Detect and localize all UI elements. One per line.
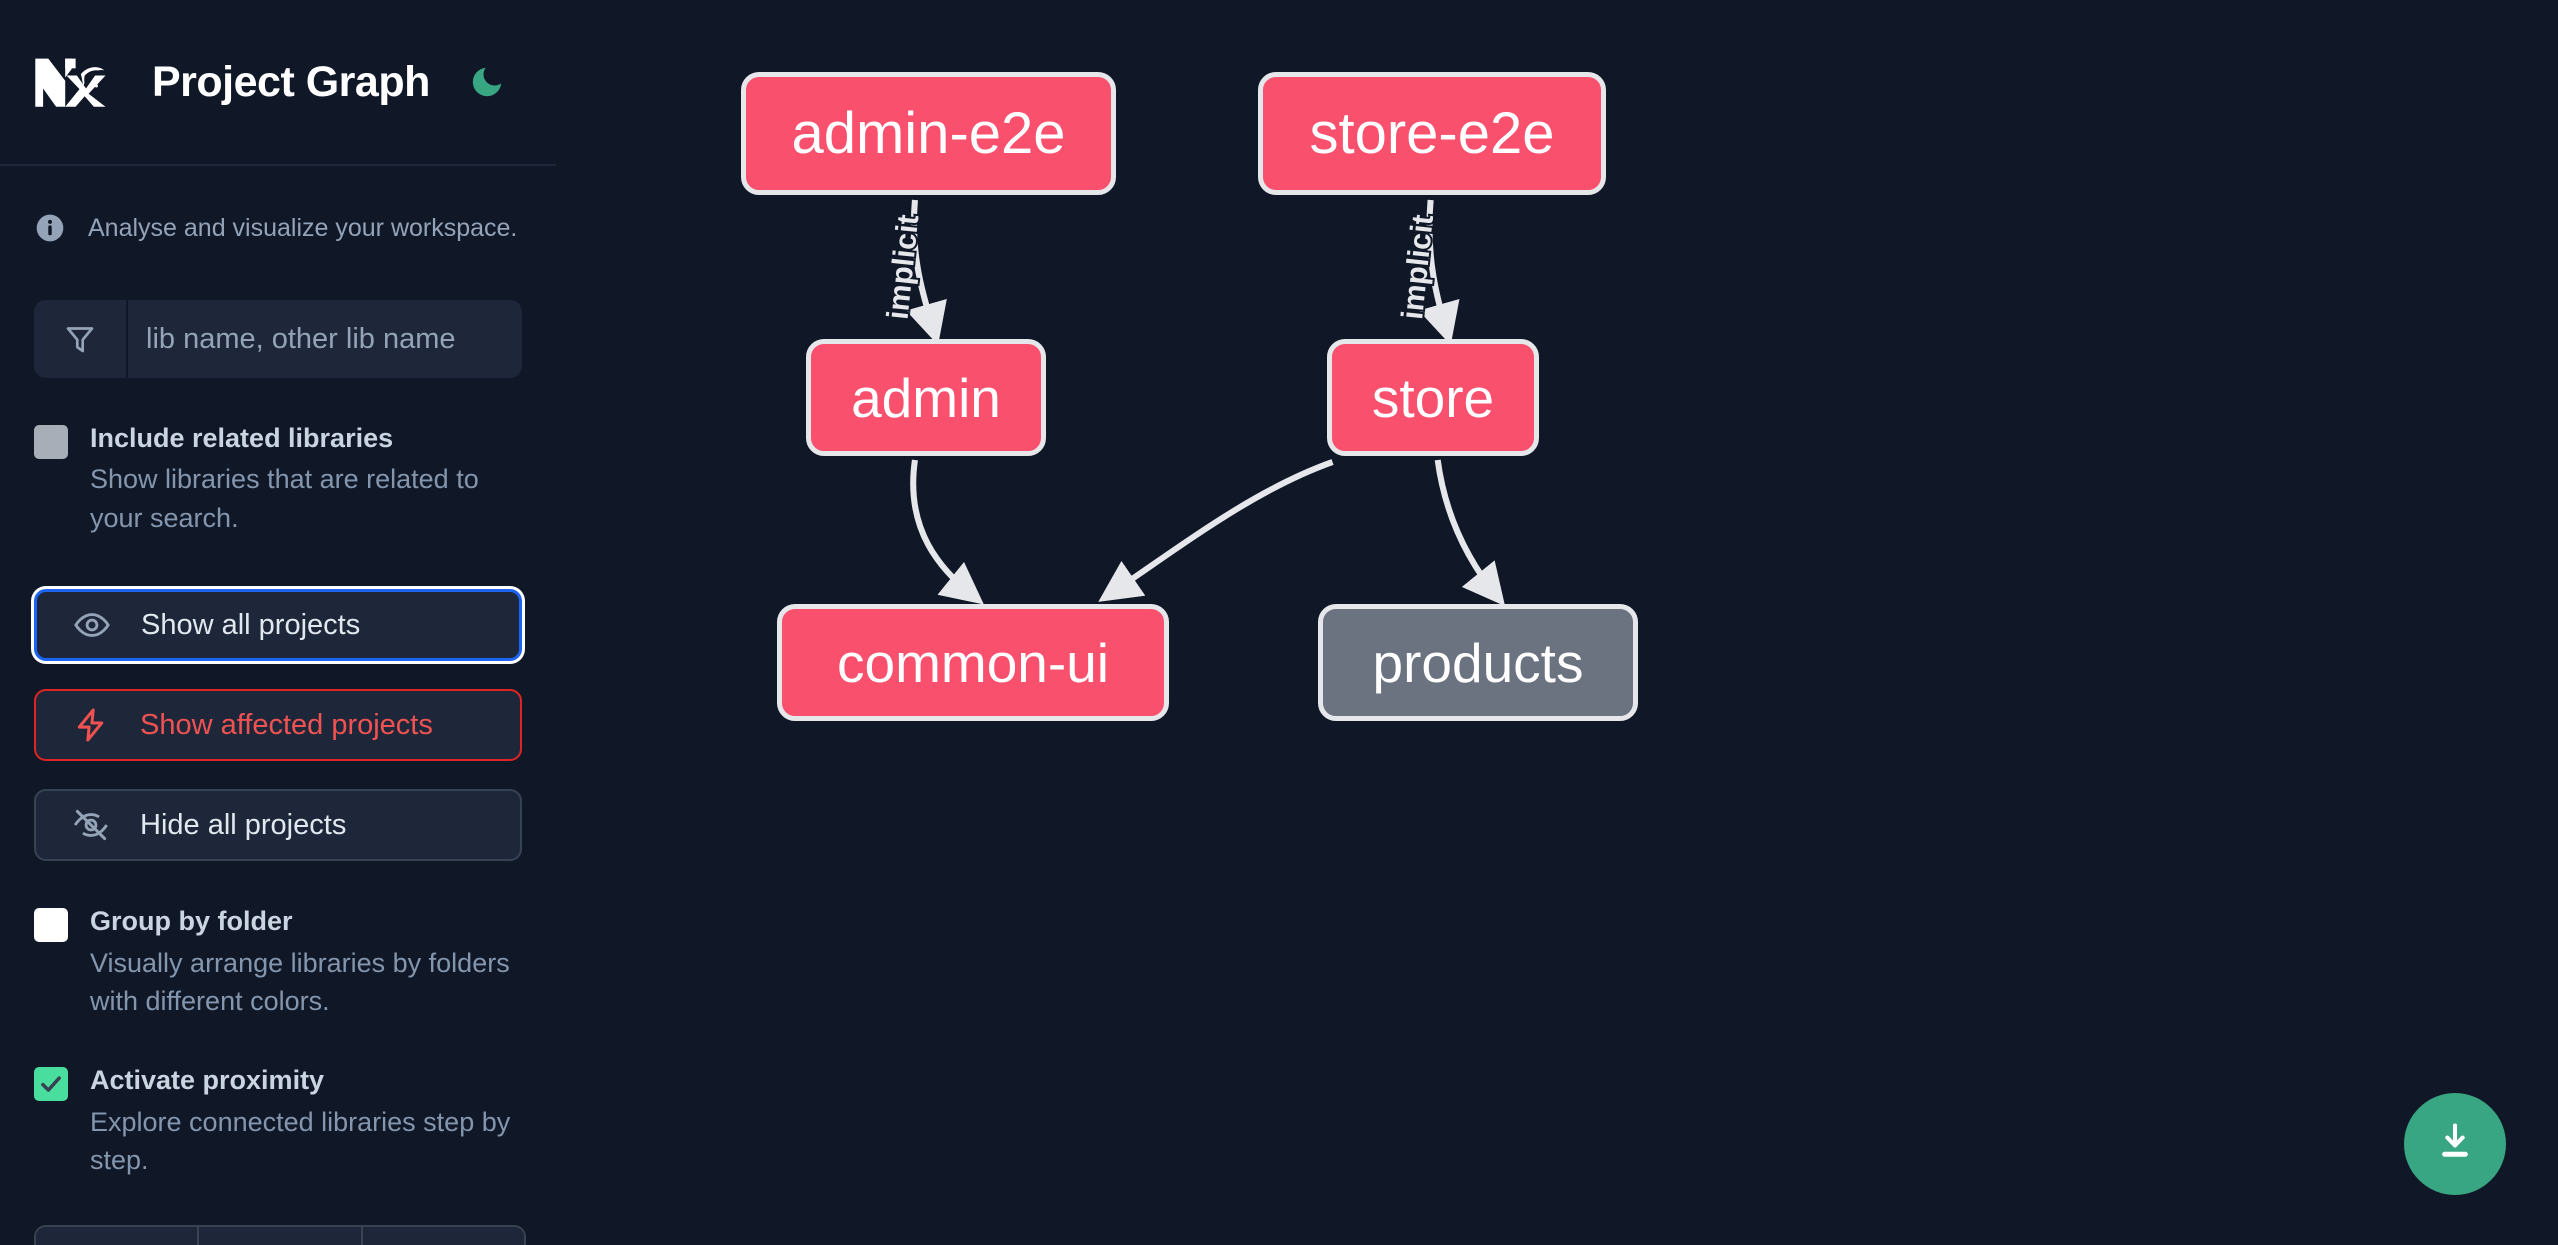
edge-label-implicit-admin: implicit bbox=[881, 213, 925, 321]
download-graph-button[interactable] bbox=[2404, 1093, 2506, 1195]
edge-admin-to-common-ui bbox=[910, 459, 984, 605]
graph-node-store-e2e[interactable]: store-e2e bbox=[1258, 72, 1606, 195]
moon-icon[interactable] bbox=[466, 61, 508, 103]
eye-icon bbox=[71, 604, 113, 646]
search-bar[interactable] bbox=[34, 300, 522, 378]
segmented-control-option-3[interactable] bbox=[362, 1227, 524, 1245]
graph-node-admin-e2e[interactable]: admin-e2e bbox=[741, 72, 1116, 195]
download-icon bbox=[2432, 1119, 2478, 1170]
include-related-libraries-checkbox[interactable] bbox=[34, 425, 68, 459]
graph-node-store[interactable]: store bbox=[1327, 339, 1539, 456]
info-icon bbox=[34, 212, 66, 244]
segmented-control[interactable] bbox=[34, 1225, 526, 1245]
hide-all-projects-button[interactable]: Hide all projects bbox=[34, 789, 522, 862]
show-all-projects-label: Show all projects bbox=[141, 608, 361, 641]
toggle-activate-proximity[interactable]: Activate proximity Explore connected lib… bbox=[0, 1062, 556, 1179]
edge-admin-e2e-to-admin bbox=[905, 199, 947, 346]
lightning-icon bbox=[70, 704, 112, 746]
group-by-folder-description: Visually arrange libraries by folders wi… bbox=[90, 947, 510, 1016]
show-affected-projects-button[interactable]: Show affected projects bbox=[34, 689, 522, 762]
graph-node-products[interactable]: products bbox=[1318, 604, 1638, 721]
activate-proximity-label: Activate proximity bbox=[90, 1065, 325, 1096]
show-all-projects-button[interactable]: Show all projects bbox=[34, 589, 522, 662]
include-related-libraries-label: Include related libraries bbox=[90, 423, 394, 453]
activate-proximity-checkbox[interactable] bbox=[34, 1067, 68, 1102]
edge-store-to-common-ui bbox=[1098, 459, 1334, 602]
graph-node-admin[interactable]: admin bbox=[806, 339, 1046, 456]
include-related-libraries-description: Show libraries that are related to your … bbox=[90, 464, 479, 533]
workspace-info: Analyse and visualize your workspace. bbox=[0, 166, 556, 244]
option-include-related-libraries[interactable]: Include related libraries Show libraries… bbox=[0, 420, 556, 537]
hide-all-projects-label: Hide all projects bbox=[140, 808, 347, 841]
segmented-control-option-2[interactable] bbox=[199, 1227, 363, 1245]
edge-store-to-products bbox=[1434, 459, 1506, 607]
show-affected-projects-label: Show affected projects bbox=[140, 708, 433, 741]
eye-slash-icon bbox=[70, 804, 112, 846]
graph-node-label: products bbox=[1372, 631, 1584, 694]
sidebar-header: Project Graph bbox=[0, 0, 556, 166]
sidebar: Project Graph Analyse and visualize your… bbox=[0, 0, 556, 1245]
page-title: Project Graph bbox=[152, 57, 430, 106]
graph-node-label: store-e2e bbox=[1309, 101, 1555, 166]
workspace-info-text: Analyse and visualize your workspace. bbox=[88, 213, 518, 242]
graph-canvas[interactable]: implicit implicit admin-e2e store-e2e ad… bbox=[556, 0, 2558, 1245]
activate-proximity-description: Explore connected libraries step by step… bbox=[90, 1106, 511, 1175]
group-by-folder-checkbox[interactable] bbox=[34, 908, 68, 943]
graph-node-label: store bbox=[1371, 366, 1495, 429]
graph-node-label: admin bbox=[851, 366, 1001, 429]
nx-logo-icon bbox=[34, 56, 112, 108]
graph-node-label: admin-e2e bbox=[791, 101, 1066, 166]
project-action-buttons: Show all projects Show affected projects bbox=[0, 589, 556, 862]
graph-edges: implicit implicit bbox=[879, 199, 1506, 607]
edge-label-implicit-store: implicit bbox=[1396, 213, 1440, 321]
group-by-folder-label: Group by folder bbox=[90, 906, 293, 937]
search-input[interactable] bbox=[128, 300, 522, 378]
edge-store-e2e-to-store bbox=[1418, 199, 1460, 346]
graph-node-common-ui[interactable]: common-ui bbox=[777, 604, 1169, 721]
segmented-control-option-1[interactable] bbox=[36, 1227, 200, 1245]
filter-icon bbox=[34, 300, 128, 378]
toggle-group-by-folder[interactable]: Group by folder Visually arrange librari… bbox=[0, 903, 556, 1020]
graph-node-label: common-ui bbox=[836, 631, 1110, 694]
